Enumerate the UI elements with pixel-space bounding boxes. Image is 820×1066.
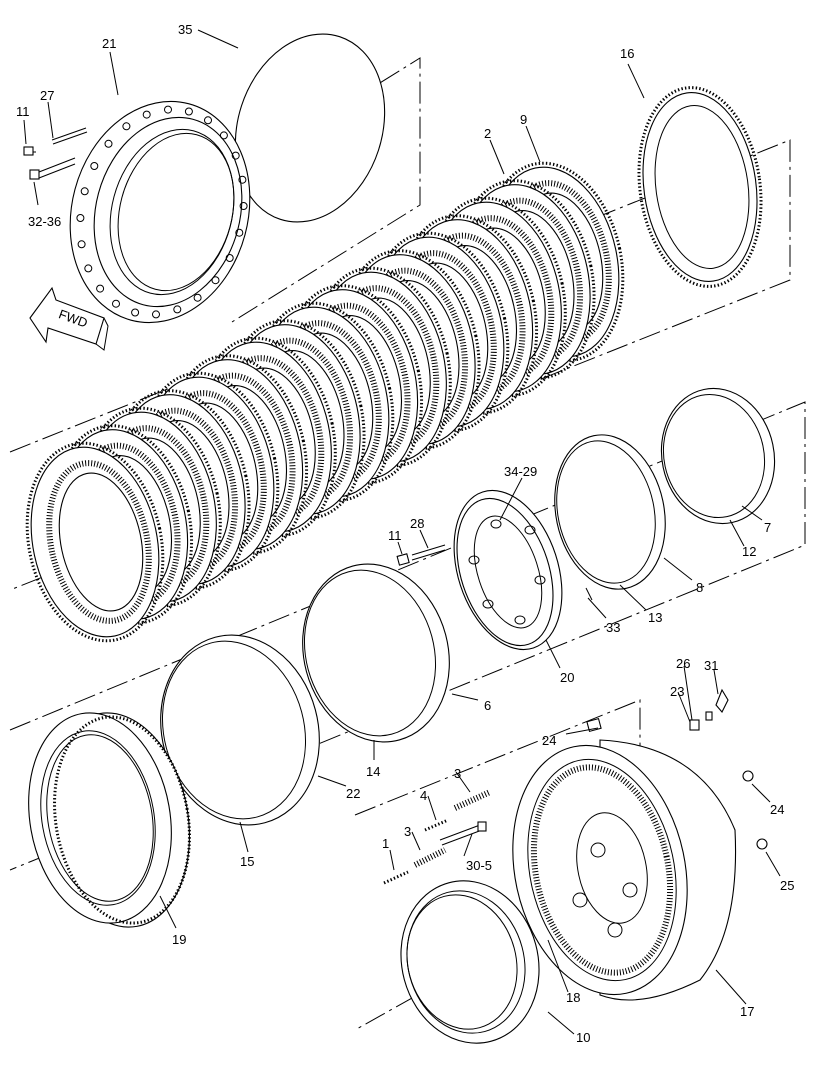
callout-1: 1	[382, 836, 389, 851]
bolt-hole	[173, 305, 182, 314]
bolt-hole	[96, 284, 105, 293]
callout-35: 35	[178, 22, 192, 37]
bolt-hole	[131, 308, 140, 317]
part-11-28-bolt-pin	[396, 544, 446, 566]
bolt-hole	[184, 107, 193, 116]
bolt-hole	[225, 254, 234, 262]
clutch-disc-pack	[25, 161, 625, 643]
callout-22: 22	[346, 786, 360, 801]
callout-10: 10	[576, 1030, 590, 1045]
bolt-hole	[152, 310, 160, 319]
bolt-hole	[204, 116, 212, 125]
callout-19: 19	[172, 932, 186, 947]
part-6-ring	[302, 563, 450, 743]
part-21-housing	[69, 100, 251, 324]
callout-6: 6	[484, 698, 491, 713]
callout-33: 33	[606, 620, 620, 635]
callout-15: 15	[240, 854, 254, 869]
callout-13: 13	[648, 610, 662, 625]
part-22-ring	[160, 634, 320, 826]
bolt-hole	[112, 299, 120, 308]
callout-28: 28	[410, 516, 424, 531]
callout-21: 21	[102, 36, 116, 51]
callout-17: 17	[740, 1004, 754, 1019]
callout-2: 2	[484, 126, 491, 141]
callout-7: 7	[764, 520, 771, 535]
bolt-hole	[193, 293, 202, 302]
part-19-housing	[28, 712, 191, 928]
callout-27: 27	[40, 88, 54, 103]
part-16-gear-ring	[637, 86, 763, 288]
callout-11b: 11	[388, 528, 402, 543]
bolt-hole	[235, 228, 244, 237]
callout-23: 23	[670, 684, 684, 699]
bolt-hole	[104, 139, 113, 148]
bolt-hole	[231, 151, 240, 160]
callout-3a: 3	[454, 766, 461, 781]
part-20-piston	[453, 489, 563, 651]
part-8-ring	[554, 434, 666, 590]
bolt-hole	[76, 214, 85, 222]
leader-lines	[23, 29, 781, 1035]
part-17-housing	[512, 717, 737, 1001]
callout-24b: 24	[770, 802, 784, 817]
callout-18: 18	[566, 990, 580, 1005]
callout-12: 12	[742, 544, 756, 559]
callout-labels: 35 21 27 11 32-36 16 2 9 34-29 11 28 7 1…	[16, 22, 794, 1045]
callout-11a: 11	[16, 104, 30, 119]
bolt-hole	[211, 276, 220, 285]
bolt-hole	[84, 264, 93, 273]
callout-34-29: 34-29	[504, 464, 537, 479]
callout-4: 4	[420, 788, 427, 803]
part-10-ring	[400, 880, 540, 1044]
callout-3b: 3	[404, 824, 411, 839]
callout-9: 9	[520, 112, 527, 127]
bolt-hole	[142, 110, 151, 119]
bolt-hole	[80, 187, 89, 196]
callout-26: 26	[676, 656, 690, 671]
bolt-hole	[239, 202, 248, 210]
bolt-hole	[219, 131, 228, 140]
bolt-hole	[122, 122, 131, 131]
fwd-arrow-icon: FWD	[29, 286, 109, 351]
callout-24a: 24	[542, 733, 556, 748]
callout-25: 25	[780, 878, 794, 893]
callout-30-5: 30-5	[466, 858, 492, 873]
part-7-ring	[660, 387, 776, 525]
part-35-ring	[234, 33, 386, 223]
callout-8: 8	[696, 580, 703, 595]
bolt-hole	[164, 105, 172, 114]
springs-and-hardware	[23, 127, 768, 885]
callout-16: 16	[620, 46, 634, 61]
bolt-hole	[77, 240, 86, 249]
callout-31: 31	[704, 658, 718, 673]
bolt-hole	[238, 175, 247, 184]
bolt-hole	[90, 162, 99, 170]
callout-32-36: 32-36	[28, 214, 61, 229]
clutch-disc	[25, 441, 165, 643]
callout-14: 14	[366, 764, 380, 779]
callout-20: 20	[560, 670, 574, 685]
